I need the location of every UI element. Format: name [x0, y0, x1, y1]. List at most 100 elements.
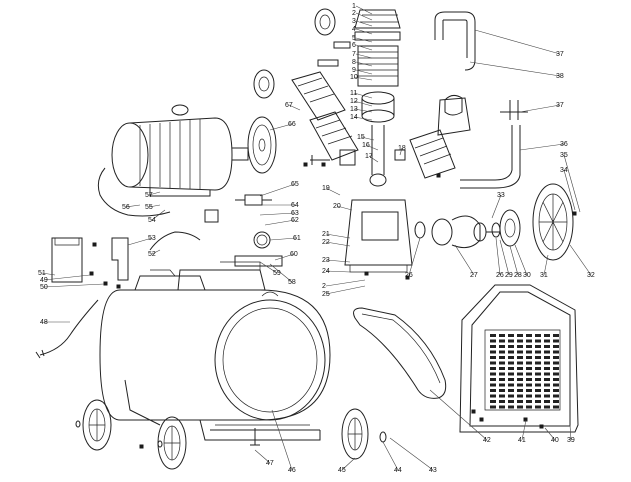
grille-slot — [508, 367, 514, 370]
callout-leader — [474, 29, 561, 55]
callout-label: 15 — [357, 134, 365, 141]
cylinder-head-cover — [354, 9, 401, 29]
callout-label: 53 — [148, 235, 156, 242]
callout-label: 29 — [505, 272, 513, 279]
grille-slot — [553, 378, 559, 381]
electric-motor — [111, 104, 249, 197]
callout-leader — [353, 92, 373, 99]
callout-label: 7 — [352, 51, 356, 58]
bearing-cover — [499, 209, 521, 247]
callout-label: 10 — [350, 74, 358, 81]
callout-label: 59 — [273, 270, 281, 277]
air-filters — [253, 8, 463, 116]
callout-label: 9 — [352, 67, 356, 74]
grille-slot — [517, 405, 523, 409]
callout-leader — [382, 441, 399, 471]
callout-label: 50 — [40, 284, 48, 291]
grille-slot — [553, 372, 559, 376]
grille-slot — [490, 383, 496, 387]
drive-belt — [353, 307, 447, 399]
callout-leader — [269, 123, 293, 131]
callout-leader — [499, 239, 510, 276]
callout-leader — [429, 389, 488, 441]
callout-leader — [151, 249, 161, 255]
callout-leader — [43, 274, 91, 281]
callout-leader — [288, 104, 301, 111]
grille-slot — [526, 334, 532, 337]
grille-slot — [508, 405, 514, 409]
cylinder-upper — [357, 45, 399, 87]
callout-label: 20 — [333, 203, 341, 210]
callout-leader — [269, 263, 293, 283]
grille-slot — [490, 345, 496, 348]
callout-leader — [360, 136, 375, 141]
callout-leader — [365, 144, 379, 151]
callout-leader — [514, 244, 528, 276]
grille-slot — [553, 367, 559, 370]
callout-label: 64 — [291, 202, 299, 209]
callout-label: 67 — [285, 102, 293, 109]
callout-leader — [353, 108, 373, 113]
callout-leader — [353, 116, 373, 121]
callout-leader — [355, 12, 373, 21]
callout-leader — [43, 283, 105, 288]
pressure-gauge — [253, 231, 271, 249]
grille-slot — [490, 405, 496, 409]
callout-label: 19 — [322, 185, 330, 192]
callout-leader — [353, 76, 373, 81]
callout-leader — [259, 212, 296, 216]
callout-leader — [259, 183, 296, 197]
grille-slot — [535, 367, 541, 370]
callout-leader — [544, 427, 556, 441]
callout-label: 30 — [523, 272, 531, 279]
grille-slot — [544, 334, 550, 337]
grille-slot — [535, 350, 541, 354]
grille-slot — [517, 389, 523, 392]
grille-slot — [508, 334, 514, 337]
grille-slot — [499, 345, 505, 348]
callout-leader — [355, 28, 373, 35]
grille-slot — [553, 383, 559, 387]
grille-slot — [526, 378, 532, 381]
callout-leader — [454, 244, 475, 276]
callout-leader — [563, 169, 576, 211]
grille-slot — [535, 400, 541, 403]
callout-leader — [325, 233, 351, 239]
grille-slot — [553, 339, 559, 343]
callout-label: 62 — [291, 217, 299, 224]
callout-leader — [148, 204, 161, 208]
grille-slot — [535, 389, 541, 392]
grille-slot — [517, 367, 523, 370]
delivery-pipes — [434, 11, 528, 189]
grille-slot — [544, 339, 550, 343]
grille-slot — [490, 367, 496, 370]
grille-slot — [526, 389, 532, 392]
grille-slot — [544, 378, 550, 381]
callout-leader — [521, 419, 527, 441]
grille-slot — [544, 394, 550, 398]
callout-label: 60 — [290, 251, 298, 258]
mounting-bracket — [111, 237, 129, 281]
grille-slot — [544, 372, 550, 376]
grille-slot — [517, 372, 523, 376]
callout-leader — [491, 194, 502, 219]
callout-label: 45 — [338, 467, 346, 474]
grille-slot — [526, 405, 532, 409]
grille-slot — [499, 361, 505, 365]
callout-leader — [41, 272, 56, 276]
grille-slot — [490, 356, 496, 359]
callout-leader — [148, 191, 161, 196]
callout-label: 44 — [394, 467, 402, 474]
grille-slot — [526, 367, 532, 370]
callout-leader — [325, 259, 351, 263]
callout-label: 28 — [514, 272, 522, 279]
callout-leader — [127, 237, 153, 246]
callout-leader — [469, 61, 561, 77]
callout-label: 5 — [352, 35, 356, 42]
grille-slot — [526, 383, 532, 387]
grille-slot — [499, 356, 505, 359]
discharge-tube — [149, 231, 201, 251]
callout-label: 2 — [322, 283, 326, 290]
callout-label: 63 — [291, 210, 299, 217]
callout-label: 14 — [350, 114, 358, 121]
